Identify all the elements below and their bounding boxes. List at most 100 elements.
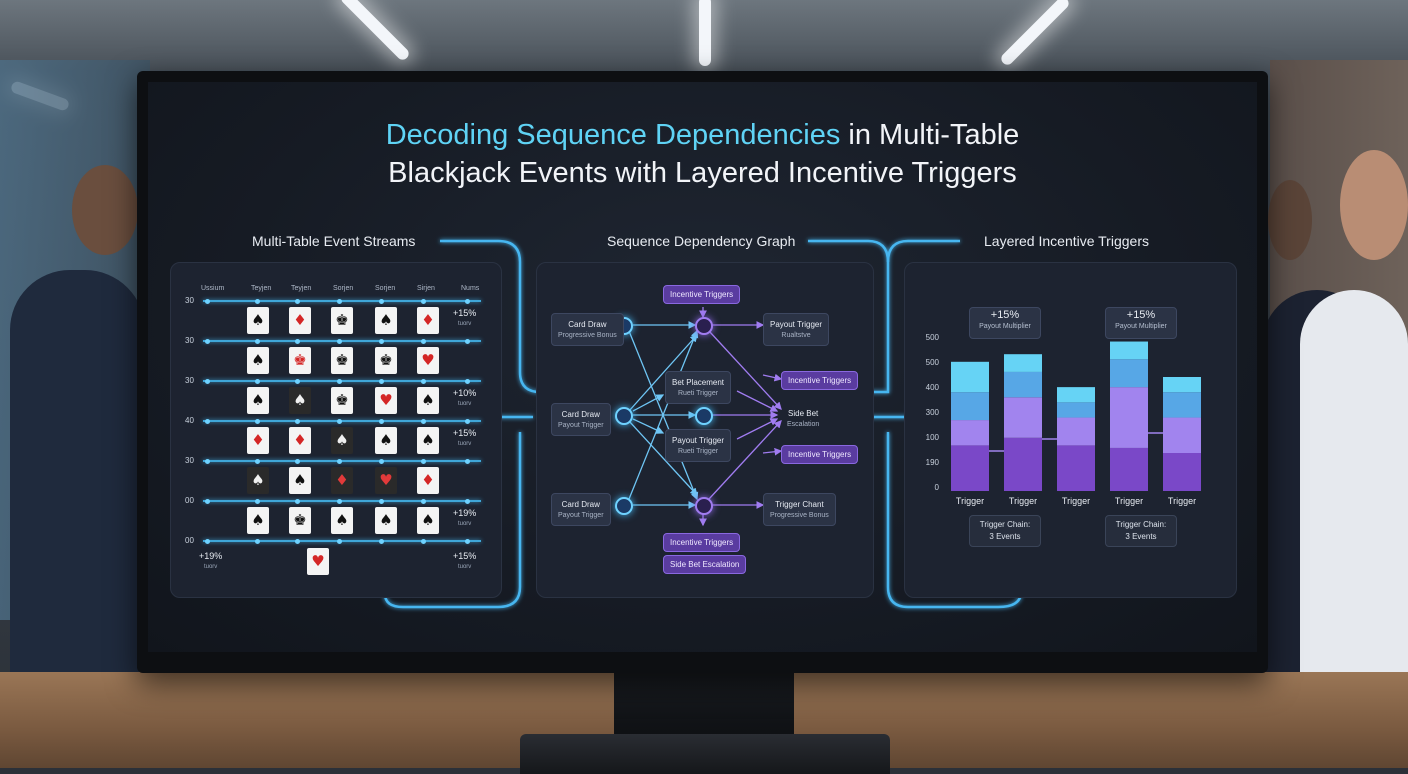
multiplier-label: Payout Multiplier [1115, 323, 1167, 330]
node-subtitle: Escalation [787, 421, 820, 428]
x-tick-label: Trigger [1062, 496, 1090, 506]
graph-node-dot [615, 497, 633, 515]
multiplier-label: Payout Multiplier [979, 323, 1031, 330]
bar-segment [1163, 417, 1201, 453]
page-title: Decoding Sequence Dependencies in Multi-… [148, 116, 1257, 192]
percent-value: +10% [453, 388, 477, 398]
playing-card: ♠ [417, 427, 439, 454]
person-left-head [72, 165, 138, 255]
percent-value: +15% [453, 308, 477, 318]
bar-segment [1163, 377, 1201, 393]
y-tick-label: 190 [926, 458, 940, 467]
bar-segment [951, 361, 989, 393]
stream-dot [337, 418, 342, 424]
person-right-back-head [1268, 180, 1312, 260]
node-subtitle: Progressive Bonus [770, 512, 829, 519]
column-header: Teyjen [291, 285, 312, 292]
graph-node-dot [695, 407, 713, 425]
stream-dot [205, 298, 210, 304]
node-title: Card Draw [561, 500, 600, 509]
stream-dot [255, 498, 260, 504]
section-label-triggers: Layered Incentive Triggers [984, 233, 1149, 249]
chain-line1: Trigger Chain: [979, 520, 1031, 529]
x-tick-label: Trigger [1168, 496, 1196, 506]
stream-dot [337, 338, 342, 344]
stream-dot [337, 498, 342, 504]
stream-dot [379, 418, 384, 424]
ceiling-light [699, 0, 711, 66]
x-tick-label: Trigger [1009, 496, 1037, 506]
incentive-chart-panel: +15% Payout Multiplier +15% Payout Multi… [904, 262, 1237, 598]
percent-note: tuorv [457, 521, 472, 527]
stream-line [203, 380, 481, 382]
stream-dot [421, 378, 426, 384]
percent-note: tuorv [457, 401, 472, 407]
stream-dot [421, 418, 426, 424]
stream-dot [421, 538, 426, 544]
playing-card: ♥ [375, 387, 397, 414]
percent-value: +15% [453, 551, 477, 561]
bar-segment [951, 445, 989, 491]
stream-dot [465, 498, 470, 504]
bar-segment [1004, 371, 1042, 398]
playing-card: ♠ [375, 307, 397, 334]
stream-line [203, 300, 481, 302]
stream-line [203, 500, 481, 502]
node-subtitle: Payout Trigger [558, 512, 604, 519]
graph-node-dot [695, 317, 713, 335]
bar-segment [1110, 341, 1148, 360]
stream-line [203, 540, 481, 542]
graph-node-dot [695, 497, 713, 515]
playing-card: ♚ [289, 507, 311, 534]
column-header: Sirjen [417, 285, 435, 292]
x-tick-label: Trigger [956, 496, 984, 506]
playing-card: ♚ [331, 387, 353, 414]
y-tick-label: 0 [935, 483, 940, 492]
trigger-chain-badge: Trigger Chain: 3 Events [969, 515, 1041, 547]
stream-dot [421, 498, 426, 504]
playing-card: ♦ [417, 307, 439, 334]
percent-value: +15% [453, 428, 477, 438]
stream-dot [379, 338, 384, 344]
incentive-percent: +19%tuorv [199, 551, 222, 573]
node-subtitle: Rueti Trigger [677, 448, 719, 455]
playing-card: ♠ [247, 387, 269, 414]
bar-segment [1110, 359, 1148, 388]
title-line2: Blackjack Events with Layered Incentive … [388, 157, 1017, 189]
column-header: Sorjen [333, 285, 354, 292]
stream-dot [421, 338, 426, 344]
stream-dot [337, 298, 342, 304]
side-bet-escalation-box: Side Bet Escalation [663, 555, 747, 574]
stream-dot [379, 298, 384, 304]
node-subtitle: Payout Trigger [558, 422, 604, 429]
y-tick-label: 300 [926, 408, 940, 417]
bar-segment [1110, 447, 1148, 491]
stream-dot [465, 338, 470, 344]
incentive-trigger-box: Incentive Triggers [663, 285, 741, 304]
stream-dot [465, 418, 470, 424]
stream-dot [255, 378, 260, 384]
playing-card: ♠ [289, 387, 311, 414]
percent-note: tuorv [457, 564, 472, 570]
node-title: Card Draw [568, 320, 607, 329]
stream-line [203, 460, 481, 462]
stream-line [203, 420, 481, 422]
graph-edges [628, 307, 783, 527]
playing-card: ♥ [375, 467, 397, 494]
stream-dot [295, 498, 300, 504]
y-tick-label: 500 [926, 358, 940, 367]
title-line1-rest: in Multi-Table [840, 119, 1020, 151]
bar-segment [1163, 453, 1201, 491]
percent-note: tuorv [457, 321, 472, 327]
playing-card: ♥ [417, 347, 439, 374]
stream-dot [337, 538, 342, 544]
row-number: 30 [185, 336, 194, 345]
stream-dot [205, 378, 210, 384]
stream-dot [295, 458, 300, 464]
chain-line1: Trigger Chain: [1115, 520, 1167, 529]
section-label-graph: Sequence Dependency Graph [607, 233, 796, 249]
playing-card: ♦ [331, 467, 353, 494]
